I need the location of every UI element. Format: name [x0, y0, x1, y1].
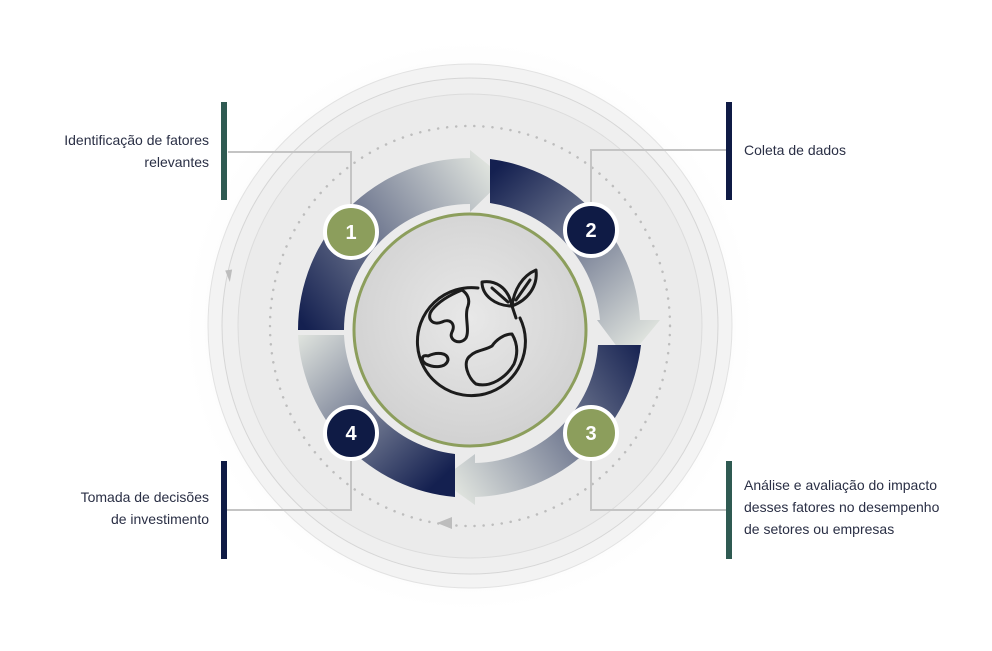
step-label-4-line-1: Tomada de decisões [80, 489, 209, 505]
arrow-segment-1 [298, 150, 505, 330]
step-label-3-line-2: desses fatores no desempenho [744, 499, 940, 515]
step-label-4-line-2: de investimento [110, 511, 209, 527]
arrow-segment-2 [490, 159, 660, 360]
arrow-segment-3 [440, 345, 641, 505]
step-label-1: Identificação de fatores relevantes [64, 129, 209, 173]
connector-step-4 [226, 455, 352, 511]
step-label-2-line-1: Coleta de dados [744, 142, 846, 158]
connector-lines [226, 149, 727, 511]
step-badge-3: 3 [563, 405, 619, 461]
step-label-1-line-2: relevantes [144, 154, 209, 170]
step-label-3-line-3: de setores ou empresas [744, 521, 895, 537]
center-circle [352, 212, 588, 448]
connector-step-2 [590, 149, 727, 208]
accent-bar-step-2 [726, 102, 732, 200]
globe-leaf-icon [415, 268, 538, 398]
step-label-2: Coleta de dados [744, 139, 846, 161]
step-number-4: 4 [345, 423, 357, 445]
arrow-segment-4 [298, 335, 455, 497]
accent-bar-step-1 [221, 102, 227, 200]
guide-arrow-left-icon [225, 269, 233, 282]
connector-step-3 [590, 455, 727, 511]
step-label-4: Tomada de decisões de investimento [81, 486, 209, 530]
step-badge-2: 2 [563, 202, 619, 258]
step-number-2: 2 [585, 220, 596, 242]
dotted-guide-ring [268, 124, 672, 528]
step-number-1: 1 [345, 222, 356, 244]
step-label-3-line-1: Análise e avaliação do impacto [744, 477, 938, 493]
step-badge-1: 1 [323, 204, 379, 260]
step-number-3: 3 [585, 423, 596, 445]
accent-bar-step-3 [726, 461, 732, 559]
guide-arrow-bottom-icon [437, 517, 452, 529]
connector-step-1 [228, 151, 352, 210]
step-label-3: Análise e avaliação do impacto desses fa… [744, 474, 939, 540]
accent-bar-step-4 [221, 461, 227, 559]
step-label-1-line-1: Identificação de fatores [64, 132, 209, 148]
step-badge-4: 4 [323, 405, 379, 461]
cycle-arrows [298, 150, 660, 505]
